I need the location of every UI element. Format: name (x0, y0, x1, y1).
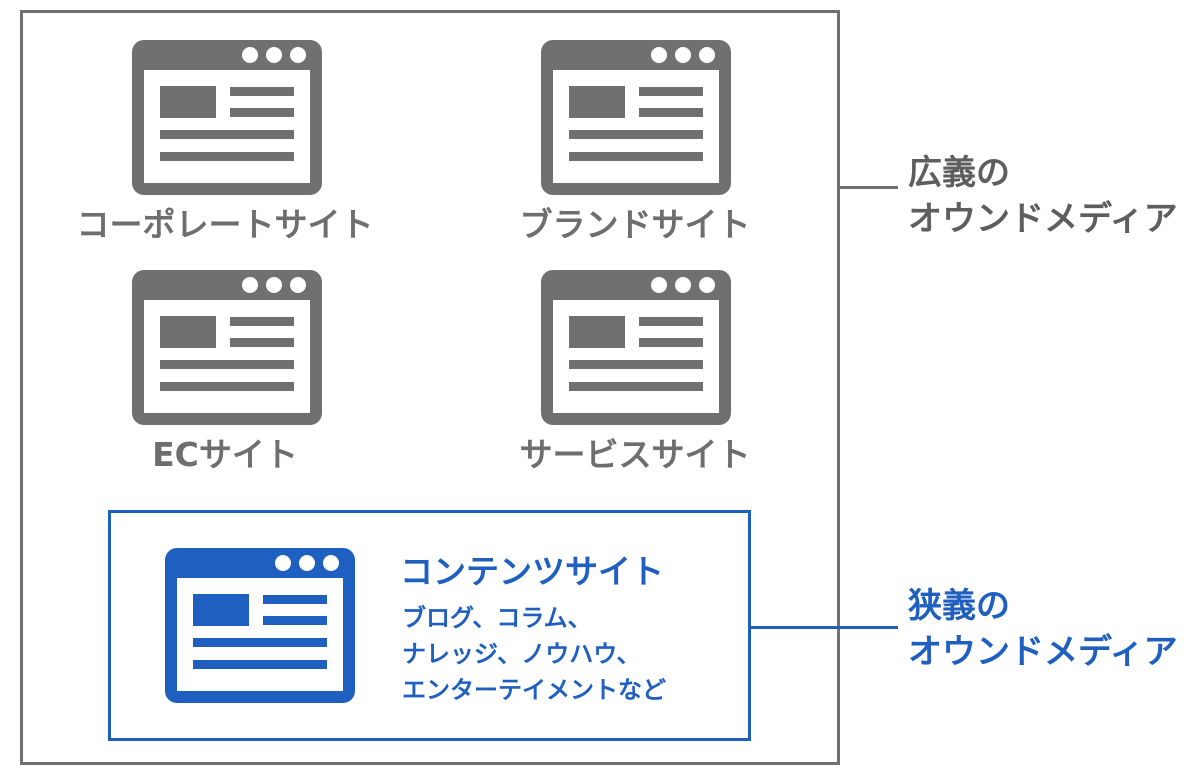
content-site-description-line: ナレッジ、ノウハウ、 (402, 640, 641, 668)
narrow-owned-media-box (108, 510, 751, 741)
brand-site-label: ブランドサイト (519, 205, 751, 244)
narrow-owned-media-label: 狭義の オウンドメディア (908, 583, 1178, 675)
content-site-description-line: エンターテイメントなど (402, 676, 666, 704)
content-site-description-line: ブログ、コラム、 (402, 604, 592, 632)
broad-owned-media-box (20, 10, 840, 765)
service-site-icon (541, 270, 731, 425)
content-site-icon (165, 548, 355, 703)
corporate-site-label: コーポレートサイト (76, 205, 374, 244)
ec-site-icon (132, 270, 322, 425)
broad-owned-media-label: 広義の オウンドメディア (908, 150, 1178, 242)
narrow-label-line2: オウンドメディア (908, 632, 1178, 672)
broad-connector-line (840, 186, 898, 189)
broad-label-line2: オウンドメディア (908, 199, 1178, 239)
service-site-label: サービスサイト (519, 435, 751, 474)
content-site-title: コンテンツサイト (400, 552, 664, 591)
broad-label-line1: 広義の (908, 153, 1010, 193)
ec-site-label: ECサイト (152, 435, 298, 474)
content-site-description: ブログ、コラム、 ナレッジ、ノウハウ、 エンターテイメントなど (402, 600, 666, 708)
narrow-label-line1: 狭義の (908, 586, 1010, 626)
brand-site-icon (541, 40, 731, 195)
corporate-site-icon (132, 40, 322, 195)
narrow-connector-line (751, 626, 898, 629)
